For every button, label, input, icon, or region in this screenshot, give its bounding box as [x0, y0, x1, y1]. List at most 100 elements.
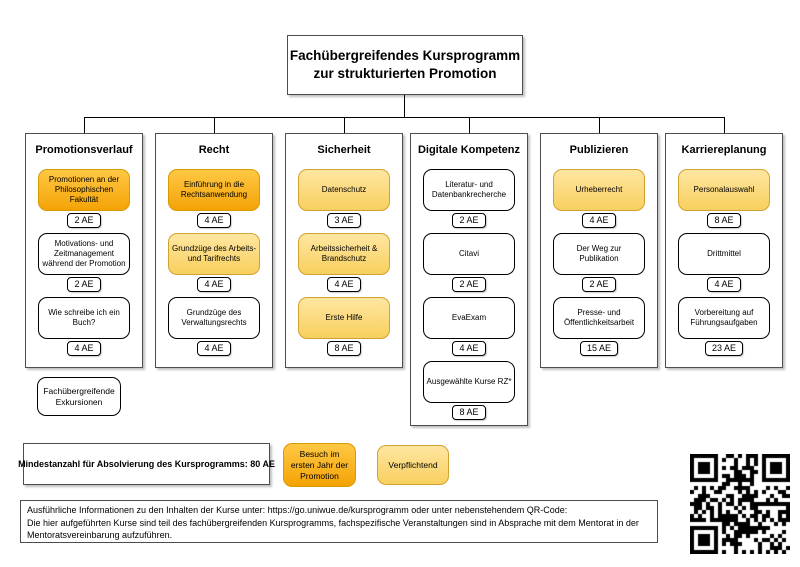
legend-first-year: Besuch im ersten Jahr der Promotion	[283, 443, 356, 487]
course-title: EvaExam	[451, 313, 487, 322]
min-requirement-box: Mindestanzahl für Absolvierung des Kursp…	[18, 443, 275, 485]
column-header: Publizieren	[569, 144, 629, 156]
course-box: Einführung in die Rechtsanwendung	[168, 169, 260, 211]
course-entry: Presse- und Öffentlichkeitsarbeit 15 AE	[541, 297, 657, 356]
ae-badge: 8 AE	[452, 405, 486, 420]
course-entry: Drittmittel 4 AE	[666, 233, 782, 292]
ae-badge: 2 AE	[452, 277, 486, 292]
course-entry: Ausgewählte Kurse RZ* 8 AE	[411, 361, 527, 420]
title-line2: zur strukturierten Promotion	[313, 66, 497, 81]
course-title: Einführung in die Rechtsanwendung	[180, 180, 248, 199]
footer-line3: Mentoratsvereinbarung aufzuführen.	[27, 530, 173, 540]
course-entry: Urheberrecht 4 AE	[541, 169, 657, 228]
ae-badge: 8 AE	[327, 341, 361, 356]
course-entry: Grundzüge des Arbeits- und Tarifrechts 4…	[156, 233, 272, 292]
course-box: Personalauswahl	[678, 169, 770, 211]
course-entry: Wie schreibe ich ein Buch? 4 AE	[26, 297, 142, 356]
course-entry: Arbeitssicherheit & Brandschutz 4 AE	[286, 233, 402, 292]
course-box: Erste Hilfe	[298, 297, 390, 339]
course-box: Motivations- und Zeitmanagement während …	[38, 233, 130, 275]
course-box: Literatur- und Datenbankrecherche	[423, 169, 515, 211]
course-title: Motivations- und Zeitmanagement während …	[42, 239, 126, 268]
category-column-promotionsverlauf: Promotionsverlauf Promotionen an der Phi…	[25, 133, 143, 368]
course-box: Urheberrecht	[553, 169, 645, 211]
course-box: Promotionen an der Philosophischen Fakul…	[38, 169, 130, 211]
title-line1: Fachübergreifendes Kursprogramm	[289, 48, 521, 63]
course-box: Vorbereitung auf Führungsaufgaben	[678, 297, 770, 339]
connector-line	[214, 118, 215, 133]
course-title: Wie schreibe ich ein Buch?	[48, 308, 120, 327]
course-title: Erste Hilfe	[325, 313, 363, 322]
ae-badge: 4 AE	[327, 277, 361, 292]
footer-line2: Die hier aufgeführten Kurse sind teil de…	[27, 517, 639, 528]
ae-badge: 2 AE	[582, 277, 616, 292]
legend-mandatory: Verpflichtend	[377, 445, 449, 485]
connector-line	[344, 118, 345, 133]
course-box: Arbeitssicherheit & Brandschutz	[298, 233, 390, 275]
ae-badge: 15 AE	[579, 341, 619, 356]
ae-badge: 2 AE	[452, 213, 486, 228]
course-entry: Der Weg zur Publikation 2 AE	[541, 233, 657, 292]
ae-badge: 4 AE	[197, 277, 231, 292]
course-entry: Literatur- und Datenbankrecherche 2 AE	[411, 169, 527, 228]
qr-code	[690, 454, 790, 554]
course-entry: Citavi 2 AE	[411, 233, 527, 292]
ae-badge: 2 AE	[67, 213, 101, 228]
course-box: Grundzüge des Arbeits- und Tarifrechts	[168, 233, 260, 275]
course-box: Ausgewählte Kurse RZ*	[423, 361, 515, 403]
ae-badge: 2 AE	[67, 277, 101, 292]
course-entry: Einführung in die Rechtsanwendung 4 AE	[156, 169, 272, 228]
course-title: Datenschutz	[321, 185, 367, 194]
category-column-karriereplanung: Karriereplanung Personalauswahl 8 AE Dri…	[665, 133, 783, 368]
course-title: Literatur- und Datenbankrecherche	[431, 180, 507, 199]
footer-line1: Ausführliche Informationen zu den Inhalt…	[27, 505, 568, 515]
connector-line	[84, 118, 85, 133]
course-entry: Personalauswahl 8 AE	[666, 169, 782, 228]
course-entry: Promotionen an der Philosophischen Fakul…	[26, 169, 142, 228]
category-column-digitale-kompetenz: Digitale Kompetenz Literatur- und Datenb…	[410, 133, 528, 426]
course-box: Der Weg zur Publikation	[553, 233, 645, 275]
course-title: Urheberrecht	[575, 185, 623, 194]
column-header: Promotionsverlauf	[35, 144, 133, 156]
category-column-publizieren: Publizieren Urheberrecht 4 AE Der Weg zu…	[540, 133, 658, 368]
course-entry: Datenschutz 3 AE	[286, 169, 402, 228]
excursions-box: Fachübergreifende Exkursionen	[37, 377, 121, 416]
excursions-label: Fachübergreifende Exkursionen	[43, 386, 115, 407]
course-box: Presse- und Öffentlichkeitsarbeit	[553, 297, 645, 339]
course-title: Der Weg zur Publikation	[576, 244, 622, 263]
course-box: Drittmittel	[678, 233, 770, 275]
ae-badge: 4 AE	[197, 341, 231, 356]
course-entry: EvaExam 4 AE	[411, 297, 527, 356]
course-title: Grundzüge des Verwaltungsrechts	[181, 308, 247, 327]
course-title: Promotionen an der Philosophischen Fakul…	[48, 175, 120, 204]
ae-badge: 23 AE	[704, 341, 744, 356]
ae-badge: 4 AE	[452, 341, 486, 356]
course-title: Arbeitssicherheit & Brandschutz	[310, 244, 378, 263]
category-column-sicherheit: Sicherheit Datenschutz 3 AE Arbeitssiche…	[285, 133, 403, 368]
course-title: Grundzüge des Arbeits- und Tarifrechts	[171, 244, 257, 263]
column-header: Sicherheit	[317, 144, 371, 156]
course-title: Presse- und Öffentlichkeitsarbeit	[563, 308, 635, 327]
course-box: Wie schreibe ich ein Buch?	[38, 297, 130, 339]
ae-badge: 4 AE	[582, 213, 616, 228]
course-box: EvaExam	[423, 297, 515, 339]
course-title: Ausgewählte Kurse RZ*	[426, 377, 512, 386]
column-header: Recht	[198, 144, 230, 156]
course-title: Drittmittel	[707, 249, 741, 258]
course-title: Personalauswahl	[693, 185, 755, 194]
course-title: Vorbereitung auf Führungsaufgaben	[690, 308, 758, 327]
diagram-title: Fachübergreifendes Kursprogramm zur stru…	[287, 35, 523, 95]
column-header: Karriereplanung	[681, 144, 767, 156]
course-entry: Motivations- und Zeitmanagement während …	[26, 233, 142, 292]
footer-info-box: Ausführliche Informationen zu den Inhalt…	[20, 500, 658, 543]
ae-badge: 8 AE	[707, 213, 741, 228]
ae-badge: 4 AE	[197, 213, 231, 228]
course-entry: Vorbereitung auf Führungsaufgaben 23 AE	[666, 297, 782, 356]
connector-line	[724, 118, 725, 133]
course-box: Grundzüge des Verwaltungsrechts	[168, 297, 260, 339]
ae-badge: 4 AE	[707, 277, 741, 292]
ae-badge: 3 AE	[327, 213, 361, 228]
course-entry: Grundzüge des Verwaltungsrechts 4 AE	[156, 297, 272, 356]
column-header: Digitale Kompetenz	[417, 144, 521, 156]
connector-line	[599, 118, 600, 133]
